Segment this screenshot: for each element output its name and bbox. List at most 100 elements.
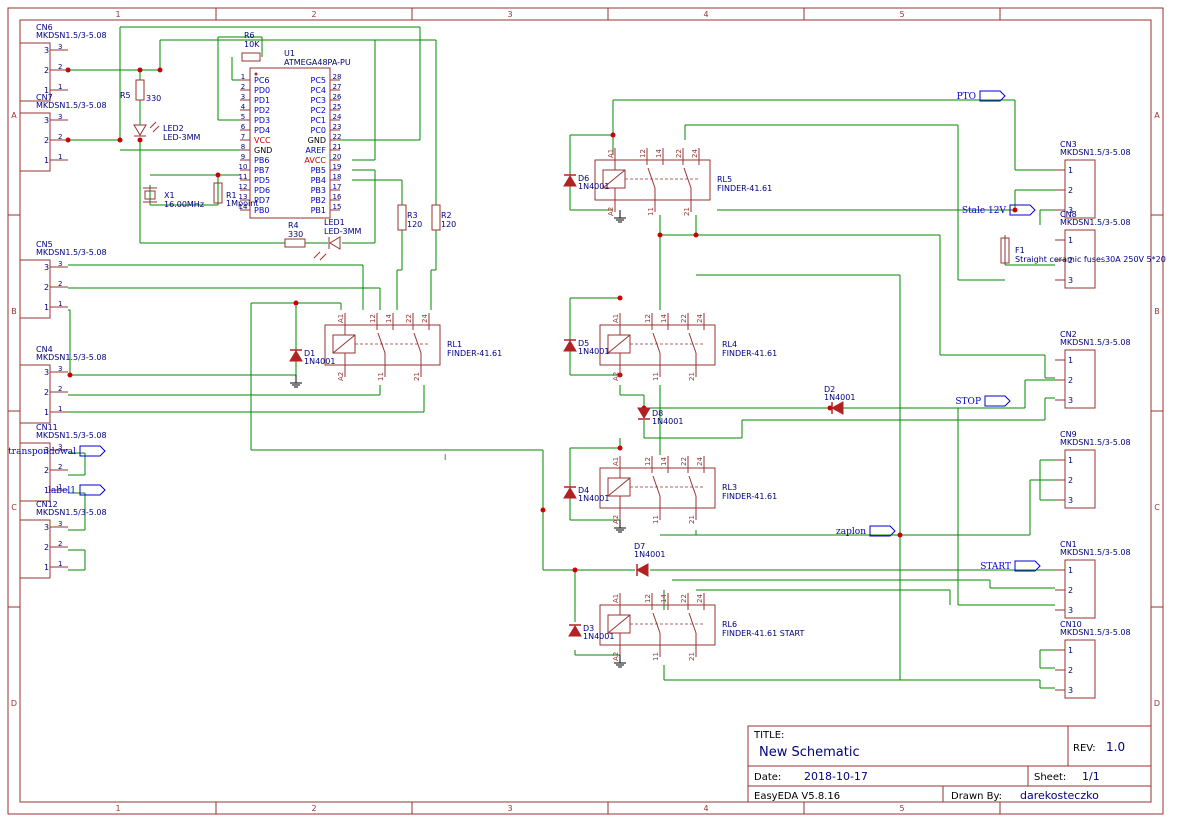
wire-net <box>139 70 285 244</box>
diode-body <box>563 175 577 187</box>
wire-net <box>217 36 263 121</box>
junction-dot <box>610 132 616 138</box>
led-ray <box>149 121 157 129</box>
resistor-value: 330 <box>146 94 161 103</box>
flag-shape <box>979 90 1006 102</box>
wire-net <box>68 452 86 476</box>
crystal-ref: X1 <box>164 191 175 200</box>
pin-number: 11 <box>239 173 248 181</box>
title-value: New Schematic <box>759 745 860 760</box>
pin-number: 3 <box>1068 206 1073 215</box>
pin-label: A1 <box>337 314 345 323</box>
led-ray <box>313 251 321 259</box>
relay-ref: RL3 <box>722 483 737 492</box>
wire-net <box>569 297 620 376</box>
pin-number: 1 <box>1068 356 1073 365</box>
sheet-value: 1/1 <box>1082 770 1100 783</box>
date-value: 2018-10-17 <box>804 770 868 783</box>
row-label-right: B <box>1154 307 1160 316</box>
flag-text: PTO <box>957 92 976 102</box>
date-label: Date: <box>754 772 781 783</box>
net-label-stop: STOP <box>955 395 1011 407</box>
contact-switch <box>688 475 697 497</box>
pin-label: 24 <box>691 149 699 158</box>
pin-number: 2 <box>1068 376 1073 385</box>
resistor-body <box>241 52 261 62</box>
wires <box>65 26 1055 689</box>
relay-body <box>599 324 716 366</box>
junction-dot <box>617 295 623 301</box>
diode-ref: D8 <box>652 409 663 418</box>
connector-body <box>1064 449 1096 509</box>
pin-name: PD1 <box>254 96 270 105</box>
pin-number: 1 <box>1068 166 1073 175</box>
row-label-left: D <box>11 699 17 708</box>
resistor-body <box>431 204 441 231</box>
junction-dot <box>137 67 143 73</box>
diode-part: 1N4001 <box>652 417 683 426</box>
relay-ref: RL1 <box>447 340 462 349</box>
diode-part: 1N4001 <box>578 182 609 191</box>
wire-net <box>663 274 901 681</box>
pin-label: 12 <box>644 594 652 603</box>
pin-label: 11 <box>377 372 385 381</box>
junction-dot <box>540 507 546 513</box>
resistor-ref: R2 <box>441 211 452 220</box>
wire-net <box>68 39 437 205</box>
wire-net <box>619 385 1055 606</box>
pin-label: 14 <box>660 457 668 466</box>
relay-body <box>599 604 716 646</box>
sheet-label: Sheet: <box>1034 772 1066 783</box>
connector-part: MKDSN1.5/3-5.08 <box>1060 338 1131 347</box>
pin-label: A1 <box>612 457 620 466</box>
pin-name: PC3 <box>311 96 327 105</box>
flag-shape <box>869 525 896 537</box>
coil-diag <box>607 614 631 634</box>
row-label-right: D <box>1154 699 1160 708</box>
diode-body <box>637 407 651 419</box>
pin-number-outer: 3 <box>58 43 62 51</box>
pin-number-outer: 1 <box>58 560 62 568</box>
pin-name: PD6 <box>254 186 270 195</box>
pin-name: PC4 <box>311 86 327 95</box>
wire-net <box>352 40 376 161</box>
wire-net <box>430 230 437 310</box>
connector-body <box>1064 349 1096 409</box>
pin-name: PC6 <box>254 76 270 85</box>
pin-number-outer: 3 <box>58 260 62 268</box>
pin-label: 12 <box>369 314 377 323</box>
pin-number: 1 <box>241 73 245 81</box>
led-ray <box>152 125 160 133</box>
col-label-bottom: 4 <box>703 804 708 813</box>
pin-label: 24 <box>696 314 704 323</box>
pin-label: 21 <box>683 207 691 216</box>
diode-ref: D2 <box>824 385 835 394</box>
pin-number: 3 <box>44 446 49 455</box>
fuse-part: Straight ceramic fuses30A 250V 5*20 <box>1015 255 1166 264</box>
pin-name: PD4 <box>254 126 270 135</box>
pin-label: 22 <box>680 314 688 323</box>
pin-number: 27 <box>333 83 342 91</box>
diode-part: 1N4001 <box>578 494 609 503</box>
pin-number: 3 <box>1068 606 1073 615</box>
crystal-body <box>144 190 156 200</box>
pin-name: PD3 <box>254 116 270 125</box>
pin-number: 22 <box>333 133 342 141</box>
diode-part: 1N4001 <box>578 347 609 356</box>
software-label: EasyEDA V5.8.16 <box>754 791 840 802</box>
pin-number-outer: 2 <box>58 63 62 71</box>
pin-number: 13 <box>239 193 248 201</box>
